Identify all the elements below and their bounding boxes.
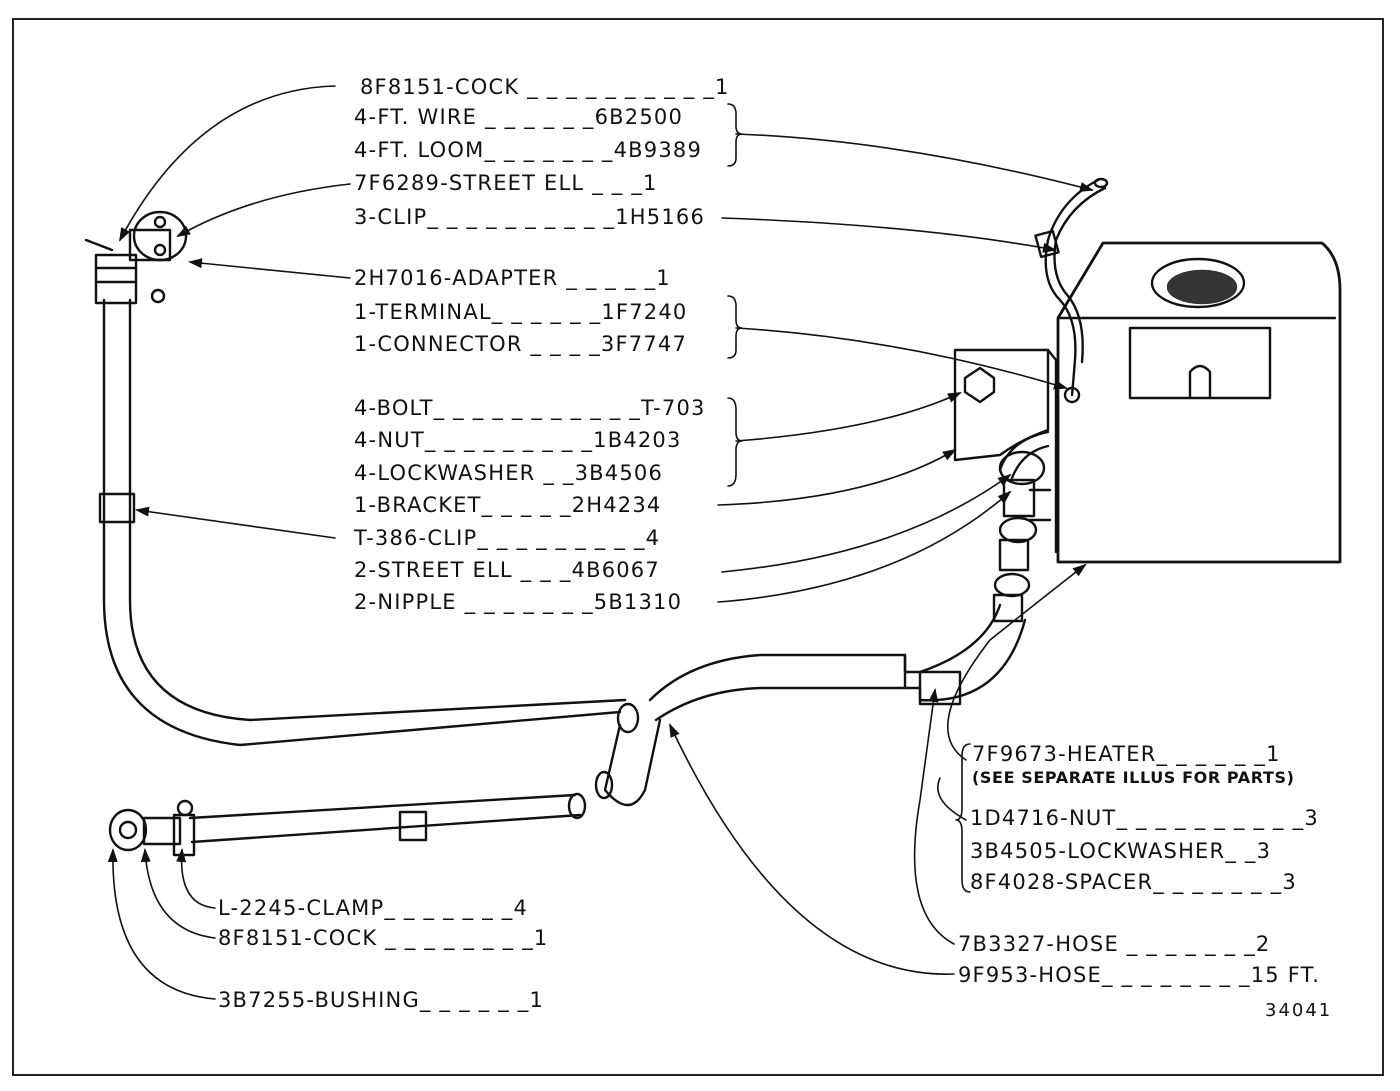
label-nut: 4-NUT_ _ _ _ _ _ _ _ _1B4203 [354, 428, 682, 452]
label-bolt: 4-BOLT_ _ _ _ _ _ _ _ _ _ _T-703 [354, 396, 706, 420]
upper-cock-assembly [84, 210, 188, 305]
braces [727, 103, 971, 893]
label-hose-7b3327: 7B3327-HOSE _ _ _ _ _ _ _2 [958, 932, 1271, 956]
label-nut-heater: 1D4716-NUT_ _ _ _ _ _ _ _ _ _3 [970, 806, 1319, 830]
wire-loom [1034, 177, 1109, 404]
label-connector: 1-CONNECTOR _ _ _ _3F7747 [354, 332, 688, 356]
fittings [992, 430, 1052, 623]
heater-unit [1056, 241, 1342, 564]
label-lockwasher-heater: 3B4505-LOCKWASHER_ _3 [970, 839, 1272, 863]
lower-cock-assembly [108, 799, 196, 857]
label-bracket: 1-BRACKET_ _ _ _ _2H4234 [354, 493, 662, 517]
leader-lines [107, 85, 1094, 1000]
label-loom: 4-FT. LOOM_ _ _ _ _ _ _4B9389 [354, 138, 703, 162]
label-nipple: 2-NIPPLE _ _ _ _ _ _ _5B1310 [354, 590, 683, 614]
label-bushing: 3B7255-BUSHING_ _ _ _ _ _1 [218, 988, 545, 1012]
label-cock-lower: 8F8151-COCK _ _ _ _ _ _ _ _1 [218, 926, 549, 950]
label-street-ell-upper: 7F6289-STREET ELL _ _ _1 [354, 171, 658, 195]
label-adapter: 2H7016-ADAPTER _ _ _ _ _1 [354, 266, 671, 290]
left-hose [98, 298, 640, 747]
label-heater: 7F9673-HEATER_ _ _ _ _ _1 [972, 742, 1281, 766]
lower-hose [188, 792, 587, 844]
diagram-frame [12, 18, 1384, 1076]
label-see-separate-illus: (SEE SEPARATE ILLUS FOR PARTS) [972, 768, 1295, 787]
label-clip: 3-CLIP_ _ _ _ _ _ _ _ _ _1H5166 [354, 205, 706, 229]
figure-number: 34041 [1265, 1000, 1333, 1021]
label-t386-clip: T-386-CLIP_ _ _ _ _ _ _ _ _4 [354, 526, 661, 550]
label-terminal: 1-TERMINAL_ _ _ _ _ _1F7240 [354, 300, 688, 324]
label-wire: 4-FT. WIRE _ _ _ _ _ _6B2500 [354, 105, 684, 129]
label-hose-9f953: 9F953-HOSE_ _ _ _ _ _ _ _15 FT. [958, 963, 1321, 987]
label-spacer: 8F4028-SPACER_ _ _ _ _ _ _3 [970, 870, 1297, 894]
label-street-ell-lower: 2-STREET ELL _ _ _4B6067 [354, 558, 660, 582]
label-lockwasher: 4-LOCKWASHER _ _3B4506 [354, 461, 664, 485]
middle-hose [594, 603, 1027, 807]
label-clamp: L-2245-CLAMP_ _ _ _ _ _ _4 [218, 896, 529, 920]
label-cock-upper: 8F8151-COCK _ _ _ _ _ _ _ _ _ _1 [360, 75, 730, 99]
